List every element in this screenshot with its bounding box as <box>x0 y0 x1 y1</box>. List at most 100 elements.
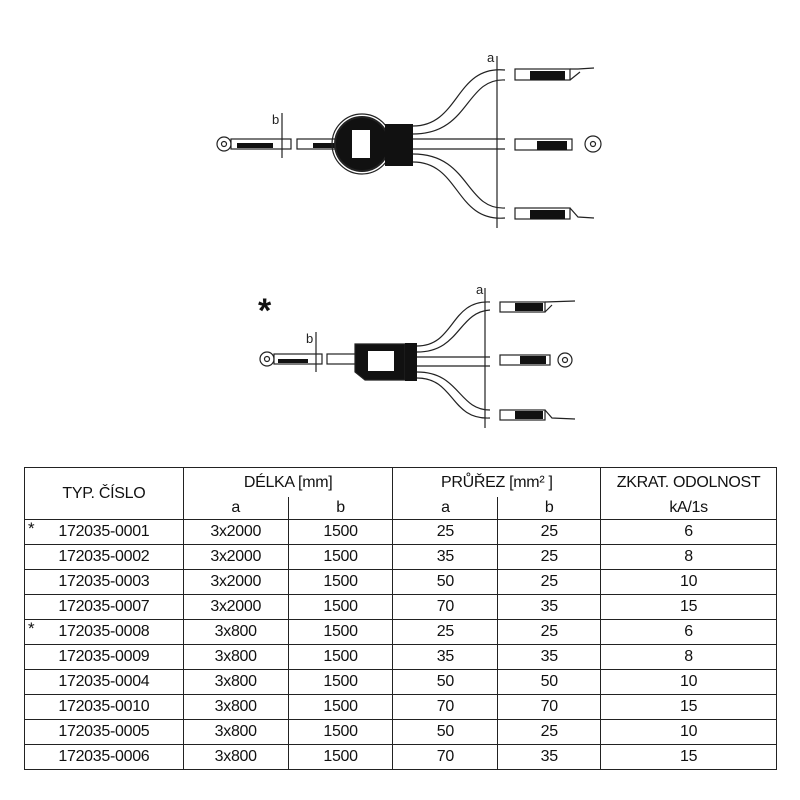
header-cross-section: PRŮŘEZ [mm² ] <box>392 467 602 497</box>
type-cell: 172035-0004 <box>24 669 184 695</box>
dimension-b-label: b <box>306 331 313 346</box>
type-cell: 172035-0003 <box>24 569 184 595</box>
type-number: 172035-0009 <box>58 648 150 665</box>
header-short-circuit-unit: kA/1s <box>600 497 777 520</box>
short-circuit-cell: 15 <box>600 744 777 770</box>
type-cell: 172035-0002 <box>24 544 184 570</box>
length-a-cell: 3x2000 <box>182 519 289 545</box>
cs-a-cell: 25 <box>392 519 499 545</box>
type-cell: 172035-0007 <box>24 594 184 620</box>
length-a-cell: 3x2000 <box>182 544 289 570</box>
length-a-cell: 3x800 <box>182 669 289 695</box>
header-type: TYP. ČÍSLO <box>24 467 184 520</box>
short-circuit-cell: 10 <box>600 719 777 745</box>
short-circuit-cell: 8 <box>600 644 777 670</box>
length-a-cell: 3x2000 <box>182 594 289 620</box>
length-a-cell: 3x800 <box>182 694 289 720</box>
cs-b-cell: 25 <box>497 619 602 645</box>
type-number: 172035-0006 <box>58 748 150 765</box>
length-a-cell: 3x800 <box>182 644 289 670</box>
product-table: TYP. ČÍSLO DÉLKA [mm] PRŮŘEZ [mm² ] ZKRA… <box>24 467 777 770</box>
type-cell: 172035-0009 <box>24 644 184 670</box>
type-number: 172035-0003 <box>58 573 150 590</box>
length-b-cell: 1500 <box>287 744 394 770</box>
type-cell: * 172035-0001 <box>24 519 184 545</box>
cable-diagrams: b a b a <box>216 50 602 428</box>
cs-b-cell: 35 <box>497 644 602 670</box>
dimension-b-label: b <box>272 112 279 127</box>
cs-b-cell: 25 <box>497 544 602 570</box>
type-number: 172035-0007 <box>58 598 150 615</box>
length-b-cell: 1500 <box>287 569 394 595</box>
cs-a-cell: 70 <box>392 594 499 620</box>
length-b-cell: 1500 <box>287 519 394 545</box>
short-circuit-cell: 6 <box>600 519 777 545</box>
length-b-cell: 1500 <box>287 619 394 645</box>
type-number: 172035-0001 <box>58 523 150 540</box>
row-marker: * <box>28 619 35 638</box>
length-b-cell: 1500 <box>287 719 394 745</box>
cs-a-cell: 50 <box>392 669 499 695</box>
header-cs-a: a <box>392 497 499 520</box>
type-number: 172035-0005 <box>58 723 150 740</box>
cs-a-cell: 35 <box>392 644 499 670</box>
type-number: 172035-0010 <box>58 698 150 715</box>
header-cs-b: b <box>497 497 602 520</box>
diagram-3x2000: b a <box>216 50 602 228</box>
row-marker: * <box>28 519 35 538</box>
short-circuit-cell: 8 <box>600 544 777 570</box>
type-cell: 172035-0006 <box>24 744 184 770</box>
cs-b-cell: 25 <box>497 519 602 545</box>
length-b-cell: 1500 <box>287 544 394 570</box>
cs-b-cell: 35 <box>497 594 602 620</box>
cs-a-cell: 70 <box>392 744 499 770</box>
length-b-cell: 1500 <box>287 669 394 695</box>
cs-a-cell: 25 <box>392 619 499 645</box>
length-a-cell: 3x800 <box>182 744 289 770</box>
length-b-cell: 1500 <box>287 694 394 720</box>
header-length-b: b <box>287 497 394 520</box>
cs-b-cell: 25 <box>497 719 602 745</box>
type-number: 172035-0004 <box>58 673 150 690</box>
cs-a-cell: 70 <box>392 694 499 720</box>
type-cell: * 172035-0008 <box>24 619 184 645</box>
short-circuit-cell: 10 <box>600 669 777 695</box>
dimension-a-label: a <box>476 282 484 297</box>
cs-a-cell: 35 <box>392 544 499 570</box>
short-circuit-cell: 15 <box>600 694 777 720</box>
short-circuit-cell: 10 <box>600 569 777 595</box>
type-cell: 172035-0005 <box>24 719 184 745</box>
dimension-a-label: a <box>487 50 495 65</box>
length-b-cell: 1500 <box>287 644 394 670</box>
header-length: DÉLKA [mm] <box>182 467 394 497</box>
diagram-3x800: b a <box>259 282 576 428</box>
type-number: 172035-0008 <box>58 623 150 640</box>
short-circuit-cell: 6 <box>600 619 777 645</box>
header-short-circuit: ZKRAT. ODOLNOST <box>600 467 777 497</box>
cs-b-cell: 35 <box>497 744 602 770</box>
length-b-cell: 1500 <box>287 594 394 620</box>
cs-a-cell: 50 <box>392 569 499 595</box>
short-circuit-cell: 15 <box>600 594 777 620</box>
cs-b-cell: 70 <box>497 694 602 720</box>
cs-b-cell: 25 <box>497 569 602 595</box>
length-a-cell: 3x800 <box>182 619 289 645</box>
cs-b-cell: 50 <box>497 669 602 695</box>
length-a-cell: 3x800 <box>182 719 289 745</box>
header-length-a: a <box>182 497 289 520</box>
cs-a-cell: 50 <box>392 719 499 745</box>
variant-marker: * <box>258 292 272 330</box>
length-a-cell: 3x2000 <box>182 569 289 595</box>
type-cell: 172035-0010 <box>24 694 184 720</box>
type-number: 172035-0002 <box>58 548 150 565</box>
